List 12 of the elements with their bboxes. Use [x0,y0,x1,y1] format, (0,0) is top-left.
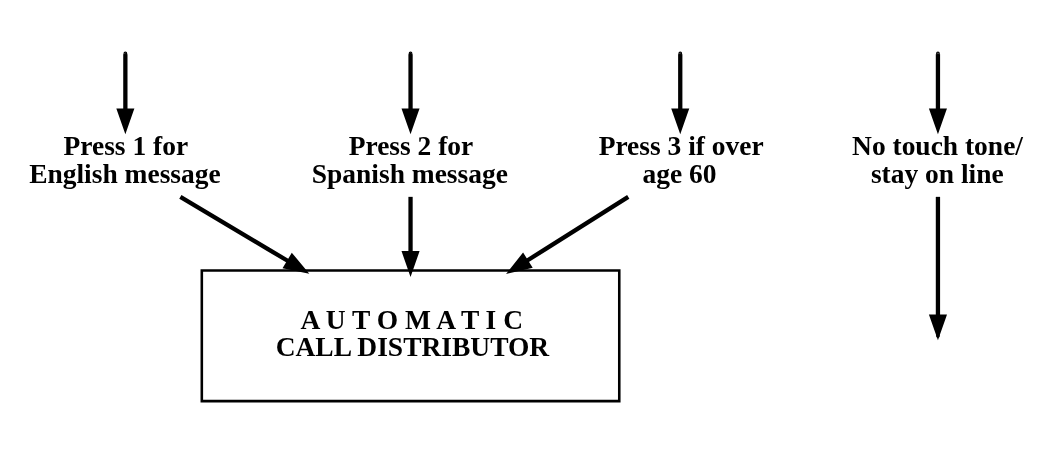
arrow [116,54,135,135]
arrow [506,195,630,274]
node-text: Press 1 for English message [29,131,221,189]
arrow [401,196,420,277]
node-text: Press 2 for Spanish message [311,131,508,189]
arrow [671,54,690,135]
node-text: Press 3 if over age 60 [598,131,764,189]
node-box: A U T O M A T I C CALL DISTRIBUTOR [200,269,621,403]
arrow [401,54,420,135]
arrow [179,195,310,274]
node-text: No touch tone/ stay on line [852,131,1023,189]
arrow [928,54,947,135]
